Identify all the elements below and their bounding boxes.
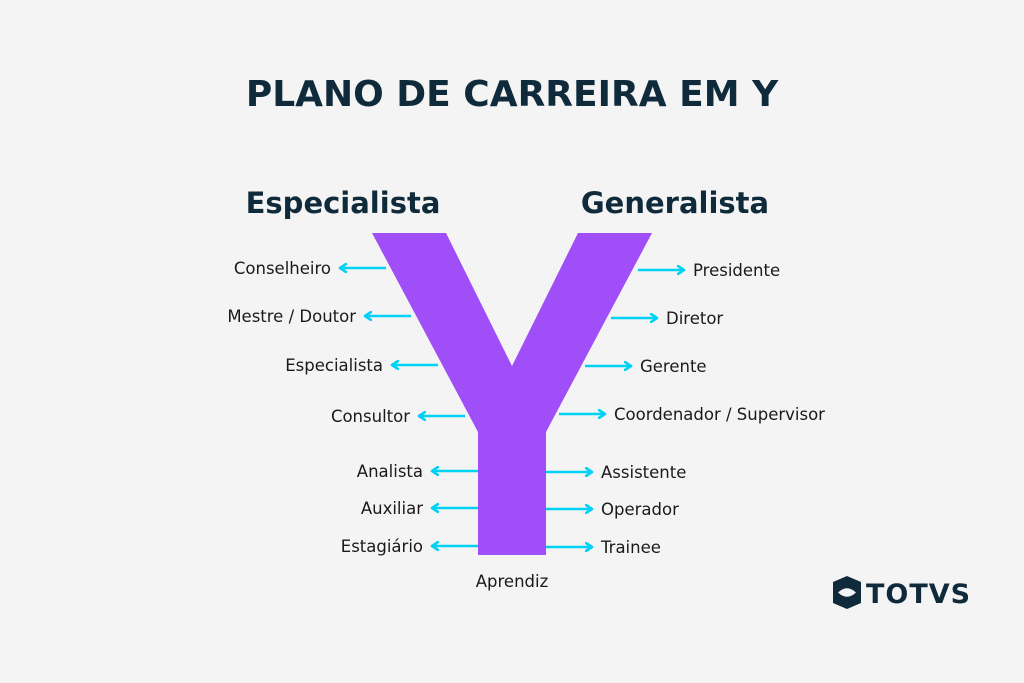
right-role-label: Gerente xyxy=(640,357,707,376)
arrows xyxy=(340,268,684,547)
right-branch-heading: Generalista xyxy=(581,186,769,220)
right-role-label: Operador xyxy=(601,500,679,519)
left-role-label: Analista xyxy=(357,462,423,481)
left-role-label: Estagiário xyxy=(341,537,423,556)
right-role-label: Diretor xyxy=(666,309,723,328)
left-role-label: Auxiliar xyxy=(361,499,423,518)
right-role-label: Presidente xyxy=(693,261,780,280)
logo-text: TOTVS xyxy=(866,579,971,610)
base-role-label: Aprendiz xyxy=(476,572,549,591)
left-branch-heading: Especialista xyxy=(246,186,441,220)
left-role-label: Mestre / Doutor xyxy=(227,307,356,326)
left-role-label: Consultor xyxy=(331,407,410,426)
totvs-logo: TOTVS xyxy=(833,576,971,610)
left-role-label: Especialista xyxy=(285,356,383,375)
right-role-label: Assistente xyxy=(601,463,686,482)
page-title: PLANO DE CARREIRA EM Y xyxy=(246,74,779,115)
left-role-label: Conselheiro xyxy=(234,259,331,278)
y-shape xyxy=(372,233,652,555)
right-role-label: Trainee xyxy=(600,538,661,557)
right-role-label: Coordenador / Supervisor xyxy=(614,405,825,424)
